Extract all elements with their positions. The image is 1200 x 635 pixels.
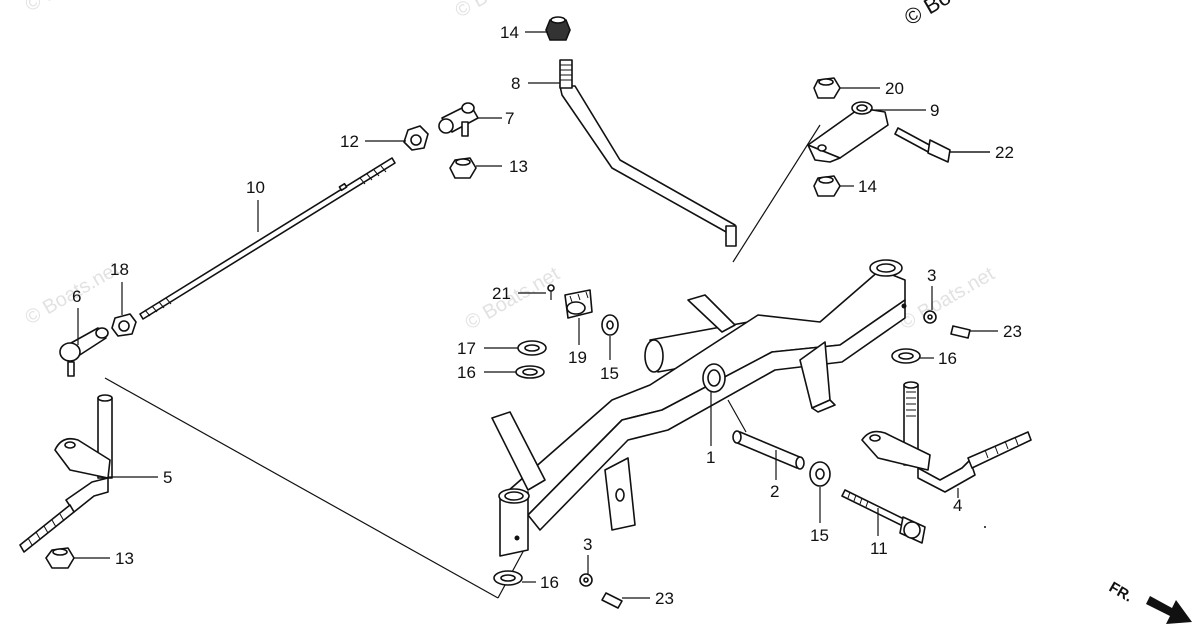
watermark: © Boats.net [462,263,564,335]
watermark: © Boats.net [22,0,124,16]
bolt-22 [894,127,990,163]
label-23: 23 [1003,322,1022,341]
label-20: 20 [885,79,904,98]
label-23: 23 [655,589,674,608]
copyright-watermark: © Bo [900,0,955,30]
label-21: 21 [492,284,511,303]
label-5: 5 [163,468,172,487]
label-16: 16 [457,363,476,382]
tie-rod-end [59,327,109,377]
label-16: 16 [540,573,559,592]
label-2: 2 [770,482,779,501]
label-8: 8 [511,74,520,93]
label-12: 12 [340,132,359,151]
label-13: 13 [509,157,528,176]
label-14: 14 [858,177,877,196]
label-13: 13 [115,549,134,568]
label-22: 22 [995,143,1014,162]
tie-rod [139,157,396,320]
label-6: 6 [72,287,81,306]
label-11: 11 [870,539,888,558]
tie-rod-end-7 [438,102,479,137]
label-18: 18 [110,260,129,279]
label-1: 1 [706,448,715,467]
watermark: © Boats.net [897,263,999,335]
cotter-pin [547,284,555,300]
pivot-pin [727,399,805,470]
label-4: 4 [953,496,962,515]
watermark: © Boats.net [452,0,554,22]
pitman-arm [807,101,889,163]
label-17: 17 [457,339,476,358]
label-15: 15 [810,526,829,545]
front-direction-indicator: FR. [1106,579,1192,624]
label-10: 10 [246,178,265,197]
front-arrow-icon [1146,596,1192,624]
nuts [45,16,841,569]
left-spindle [19,394,113,553]
label-19: 19 [568,348,587,367]
leader-lines [74,31,998,599]
bolt-11 [841,489,926,544]
label-16: 16 [938,349,957,368]
callout-labels: 14 8 7 12 13 20 9 22 14 10 18 6 21 3 23 … [72,23,1022,608]
castle-nut [564,289,593,319]
drag-link [559,59,737,247]
label-9: 9 [930,101,939,120]
right-spindle [861,381,1032,493]
label-15: 15 [600,364,619,383]
label-7: 7 [505,109,514,128]
washers [493,310,971,609]
label-3: 3 [927,266,936,285]
label-14: 14 [500,23,519,42]
label-3: 3 [583,535,592,554]
front-label: FR. [1106,579,1135,606]
front-axle-beam [491,259,907,557]
